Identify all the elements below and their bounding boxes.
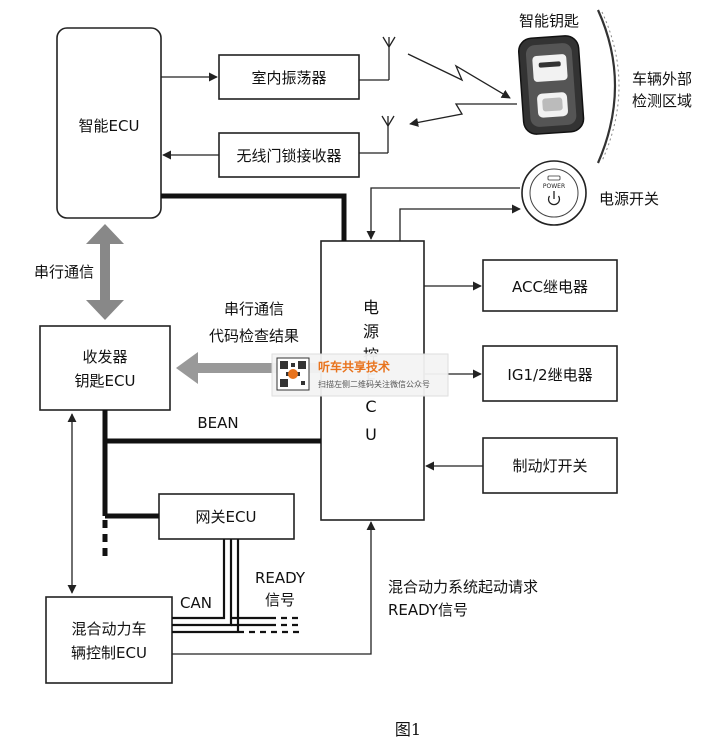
ig-relay-label: IG1/2继电器 <box>507 366 592 384</box>
code-check-label-line-1: 串行通信 <box>224 300 284 318</box>
wireless-receiver-label: 无线门锁接收器 <box>236 147 341 165</box>
hybrid-ecu-box: 混合动力车 辆控制ECU <box>45 596 173 684</box>
ig-relay-box: IG1/2继电器 <box>482 345 618 402</box>
can-bus <box>172 539 300 627</box>
can-label: CAN <box>180 594 212 612</box>
brake-switch-label: 制动灯开关 <box>512 457 587 475</box>
power-switch-label: 电源开关 <box>599 190 659 208</box>
radio-signal-to-key <box>407 53 511 99</box>
transceiver-ecu-line-1: 收发器 <box>82 348 127 366</box>
smart-ecu-box: 智能ECU <box>56 27 162 219</box>
gateway-ecu-label: 网关ECU <box>196 508 257 526</box>
serial-comm-double-arrow <box>86 224 124 320</box>
bean-label: BEAN <box>197 414 238 432</box>
power-switch-to-ecu-arrow <box>366 187 520 240</box>
hybrid-ecu-line-2: 辆控制ECU <box>71 644 147 662</box>
hybrid-start-label-line-2: READY信号 <box>388 601 468 619</box>
watermark-title: 听车共享技术 <box>318 359 390 374</box>
ecu-to-power-switch-arrow <box>399 204 521 241</box>
exterior-zone-line-1: 车辆外部 <box>632 70 692 88</box>
antenna-icon <box>359 115 395 154</box>
power-ecu-char-2: 源 <box>363 322 379 341</box>
hybrid-start-request-arrow <box>172 521 376 655</box>
exterior-zone-arc <box>596 9 616 164</box>
acc-relay-box: ACC继电器 <box>482 259 618 312</box>
qr-code-icon <box>276 357 310 391</box>
hybrid-start-label-line-1: 混合动力系统起动请求 <box>388 578 538 596</box>
power-switch-badge: POWER <box>543 183 565 190</box>
radio-signal-from-key <box>409 103 517 127</box>
exterior-zone-line-2: 检测区域 <box>632 92 692 110</box>
figure-caption: 图1 <box>395 720 421 739</box>
transceiver-ecu-box: 收发器 钥匙ECU <box>39 325 171 411</box>
smart-ecu-label: 智能ECU <box>79 117 140 135</box>
exterior-zone-arc-hatch <box>601 11 620 162</box>
smart-ecu-power-ecu-bus <box>161 193 347 241</box>
code-check-label-line-2: 代码检查结果 <box>209 327 299 345</box>
code-check-result-arrow <box>176 352 321 384</box>
indoor-oscillator-box: 室内振荡器 <box>218 54 360 100</box>
brake-switch-box: 制动灯开关 <box>482 437 618 494</box>
smart-key: 智能钥匙 <box>517 12 585 135</box>
serial-comm-label: 串行通信 <box>34 263 94 281</box>
ready-label-line-1: READY <box>255 569 306 587</box>
ready-label-line-2: 信号 <box>265 591 295 609</box>
gateway-ecu-box: 网关ECU <box>158 493 295 540</box>
acc-relay-label: ACC继电器 <box>512 278 588 296</box>
wireless-receiver-box: 无线门锁接收器 <box>218 132 360 178</box>
watermark-badge: 听车共享技术 扫描左侧二维码关注微信公众号 <box>271 353 449 397</box>
antenna-icon <box>359 36 396 81</box>
indoor-oscillator-label: 室内振荡器 <box>251 69 326 87</box>
power-icon <box>547 191 561 206</box>
transceiver-ecu-line-2: 钥匙ECU <box>75 372 136 390</box>
power-ecu-char-6: U <box>365 425 377 444</box>
power-switch: POWER <box>521 160 587 226</box>
watermark-subtitle: 扫描左侧二维码关注微信公众号 <box>318 379 430 389</box>
hybrid-ecu-line-1: 混合动力车 <box>71 620 146 638</box>
power-ecu-char-5: C <box>365 397 376 416</box>
power-ecu-char-1: 电 <box>363 298 379 317</box>
smart-key-label: 智能钥匙 <box>519 12 579 30</box>
